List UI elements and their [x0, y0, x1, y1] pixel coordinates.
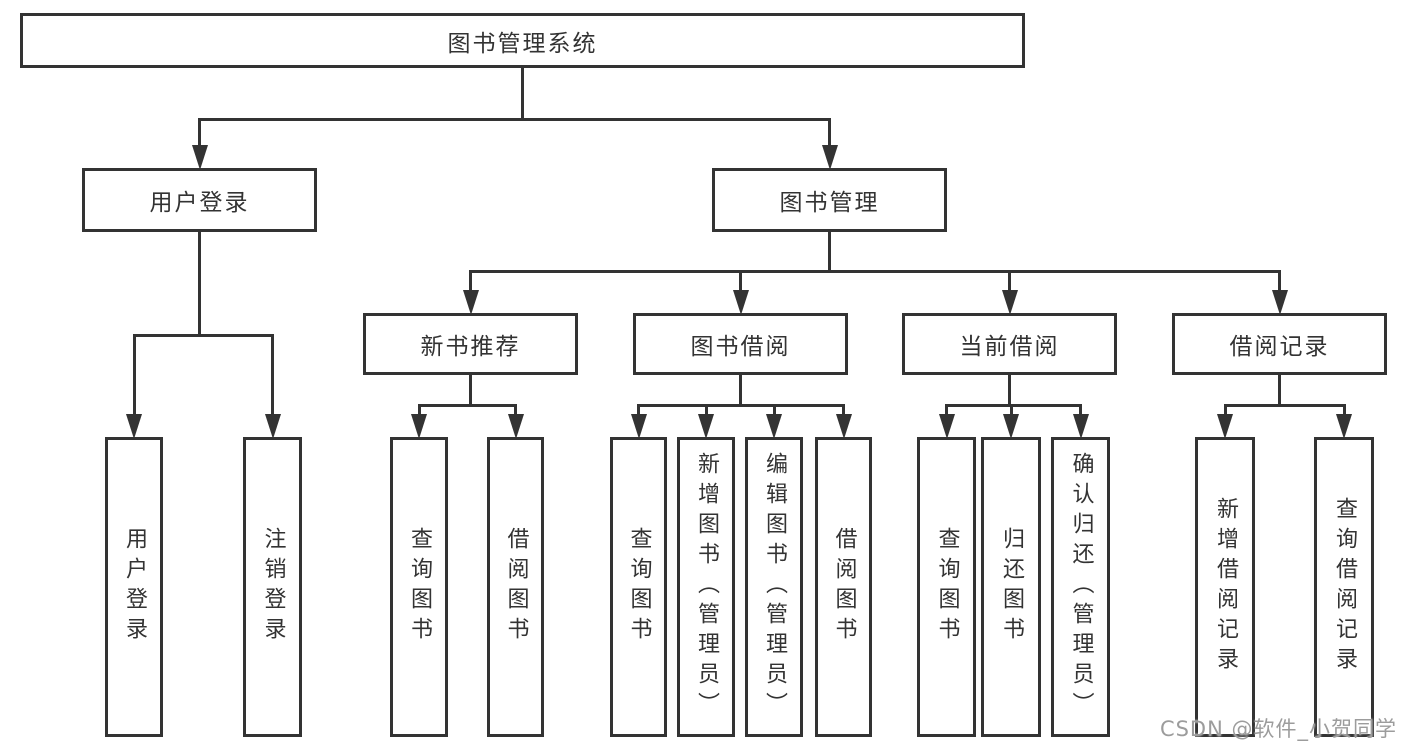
- connector-drop-c-confirm: [1079, 404, 1082, 417]
- connector-drop-newrec: [469, 270, 472, 293]
- arrow-down-icon-login: [191, 145, 208, 170]
- node-label-login: 用户登录: [149, 190, 250, 216]
- node-label-b-query: 查询图书: [626, 527, 652, 647]
- node-c-return: 归还图书: [981, 437, 1041, 737]
- node-mgmt: 图书管理: [712, 168, 947, 232]
- connector-drop-b-edit: [772, 404, 776, 417]
- connector-branch-newrec: [417, 403, 517, 407]
- connector-drop-records: [1278, 270, 1281, 293]
- arrow-down-icon-c-confirm: [1072, 414, 1089, 439]
- node-logout: 注销登录: [243, 437, 302, 737]
- connector-stem-borrow: [739, 375, 742, 405]
- connector-drop-nr-query: [417, 404, 421, 417]
- node-r-add: 新增借阅记录: [1195, 437, 1255, 737]
- node-b-borrow: 借阅图书: [815, 437, 872, 737]
- connector-drop-mgmt: [828, 118, 831, 148]
- arrow-down-icon-records: [1271, 290, 1288, 315]
- arrow-down-icon-b-edit: [766, 414, 782, 439]
- connector-drop-r-add: [1223, 404, 1227, 417]
- connector-stem-records: [1278, 375, 1281, 405]
- node-login-do: 用户登录: [105, 437, 163, 737]
- arrow-down-icon-login-do: [126, 414, 142, 439]
- node-nr-query: 查询图书: [390, 437, 448, 737]
- node-c-query: 查询图书: [917, 437, 976, 737]
- connector-stem-mgmt: [828, 232, 831, 271]
- connector-drop-b-borrow: [842, 404, 845, 417]
- connector-drop-c-return: [1009, 404, 1013, 417]
- connector-drop-current: [1008, 270, 1011, 293]
- arrow-down-icon-b-borrow: [835, 414, 852, 439]
- connector-drop-logout: [271, 334, 274, 417]
- arrow-down-icon-r-add: [1217, 414, 1233, 439]
- node-label-root: 图书管理系统: [447, 30, 598, 57]
- node-label-logout: 注销登录: [260, 527, 286, 647]
- node-label-b-edit: 编辑图书（管理员）: [762, 452, 787, 722]
- node-label-b-borrow: 借阅图书: [831, 527, 857, 647]
- node-label-current: 当前借阅: [959, 334, 1060, 360]
- connector-branch-records: [1223, 403, 1346, 407]
- arrow-down-icon-b-add: [698, 414, 714, 439]
- node-b-edit: 编辑图书（管理员）: [745, 437, 803, 737]
- arrow-down-icon-logout: [264, 414, 281, 439]
- node-label-mgmt: 图书管理: [779, 190, 880, 216]
- node-c-confirm: 确认归还（管理员）: [1051, 437, 1110, 737]
- connector-drop-login-do: [132, 334, 136, 417]
- node-root: 图书管理系统: [20, 13, 1025, 68]
- arrow-down-icon-newrec: [462, 290, 479, 315]
- arrow-down-icon-mgmt: [821, 145, 838, 170]
- node-records: 借阅记录: [1172, 313, 1387, 375]
- node-r-query: 查询借阅记录: [1314, 437, 1374, 737]
- connector-branch-current: [945, 403, 1082, 407]
- connector-drop-login: [198, 118, 201, 148]
- node-b-query: 查询图书: [610, 437, 667, 737]
- arrow-down-icon-borrow: [732, 290, 749, 315]
- csdn-watermark: CSDN @软件_小贺同学: [1159, 717, 1397, 741]
- node-borrow: 图书借阅: [633, 313, 848, 375]
- connector-drop-b-add: [704, 404, 708, 417]
- arrow-down-icon-nr-query: [411, 414, 427, 439]
- connector-branch-root: [198, 117, 831, 121]
- node-label-records: 借阅记录: [1229, 334, 1330, 360]
- connector-stem-current: [1008, 375, 1011, 405]
- arrow-down-icon-b-query: [630, 414, 647, 439]
- node-label-borrow: 图书借阅: [690, 334, 791, 360]
- arrow-down-icon-c-query: [938, 414, 955, 439]
- node-newrec: 新书推荐: [363, 313, 578, 375]
- node-label-nr-borrow: 借阅图书: [503, 527, 529, 647]
- connector-drop-c-query: [945, 404, 948, 417]
- connector-branch-borrow: [637, 403, 845, 407]
- arrow-down-icon-r-query: [1336, 414, 1352, 439]
- node-label-c-confirm: 确认归还（管理员）: [1068, 452, 1094, 722]
- node-label-r-query: 查询借阅记录: [1332, 497, 1357, 677]
- connector-stem-root: [521, 68, 524, 119]
- connector-stem-newrec: [469, 375, 472, 405]
- node-label-login-do: 用户登录: [122, 527, 147, 647]
- arrow-down-icon-nr-borrow: [507, 414, 524, 439]
- node-nr-borrow: 借阅图书: [487, 437, 544, 737]
- node-label-r-add: 新增借阅记录: [1213, 497, 1238, 677]
- node-label-c-return: 归还图书: [999, 527, 1024, 647]
- node-current: 当前借阅: [902, 313, 1117, 375]
- node-label-c-query: 查询图书: [934, 527, 960, 647]
- connector-branch-login: [132, 333, 274, 337]
- arrow-down-icon-current: [1001, 290, 1018, 315]
- connector-stem-login: [198, 232, 201, 335]
- connector-drop-r-query: [1342, 404, 1346, 417]
- node-label-nr-query: 查询图书: [407, 527, 432, 647]
- connector-branch-mgmt: [469, 269, 1281, 273]
- arrow-down-icon-c-return: [1003, 414, 1019, 439]
- node-label-b-add: 新增图书（管理员）: [694, 452, 719, 722]
- node-b-add: 新增图书（管理员）: [677, 437, 735, 737]
- connector-drop-nr-borrow: [514, 404, 517, 417]
- node-label-newrec: 新书推荐: [420, 334, 521, 360]
- connector-drop-borrow: [739, 270, 742, 293]
- connector-drop-b-query: [637, 404, 640, 417]
- node-login: 用户登录: [82, 168, 317, 232]
